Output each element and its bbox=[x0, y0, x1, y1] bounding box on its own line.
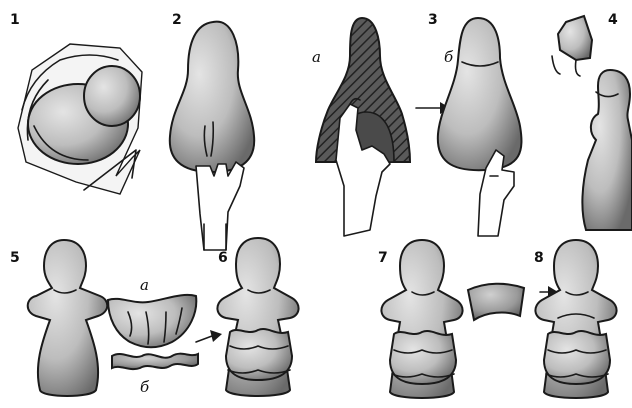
step-number-8: 8 bbox=[534, 250, 544, 266]
step-2-pear-blank-in-hand: 2 bbox=[170, 12, 254, 250]
pear-shaped-blank bbox=[170, 22, 254, 172]
holding-hand bbox=[196, 162, 244, 250]
shaped-cone-blank bbox=[438, 18, 522, 170]
ruffle-piece-a bbox=[108, 295, 196, 347]
doll-body-5 bbox=[28, 240, 108, 396]
doll-7 bbox=[381, 240, 462, 398]
arrow-5 bbox=[196, 330, 222, 342]
ruffle-strip-b bbox=[112, 354, 198, 369]
step-4-head-and-body: 4 bbox=[552, 12, 632, 230]
step-number-4: 4 bbox=[608, 12, 618, 28]
step-3-sublabel-b: б bbox=[444, 48, 454, 66]
doll-8 bbox=[535, 240, 616, 398]
step-6-doll-with-ruffles: 6 bbox=[217, 238, 298, 396]
step-3-sublabel-a: а bbox=[312, 48, 321, 66]
step-number-2: 2 bbox=[172, 12, 182, 28]
step-3-mould-and-shaping: а 3 б bbox=[312, 12, 521, 236]
step-number-5: 5 bbox=[10, 250, 20, 266]
step-number-1: 1 bbox=[10, 12, 20, 28]
step-number-7: 7 bbox=[378, 250, 388, 266]
step-8-finished-doll: 8 bbox=[534, 240, 617, 398]
doll-6 bbox=[217, 238, 298, 396]
hatched-mould-cross-section bbox=[316, 18, 410, 162]
bodice-piece bbox=[468, 284, 524, 320]
step-number-3: 3 bbox=[428, 12, 438, 28]
head-piece bbox=[552, 16, 592, 76]
step-7-doll-with-skirt: 7 bbox=[378, 240, 524, 398]
step-5-sublabel-b: б bbox=[140, 378, 150, 396]
step-5-body-and-ruffles: 5 а б bbox=[10, 240, 222, 396]
step-5-sublabel-a: а bbox=[140, 276, 149, 294]
step-number-6: 6 bbox=[218, 250, 228, 266]
doll-body-4 bbox=[582, 70, 632, 230]
step-1-clay-ball-in-cloth: 1 bbox=[10, 12, 142, 194]
